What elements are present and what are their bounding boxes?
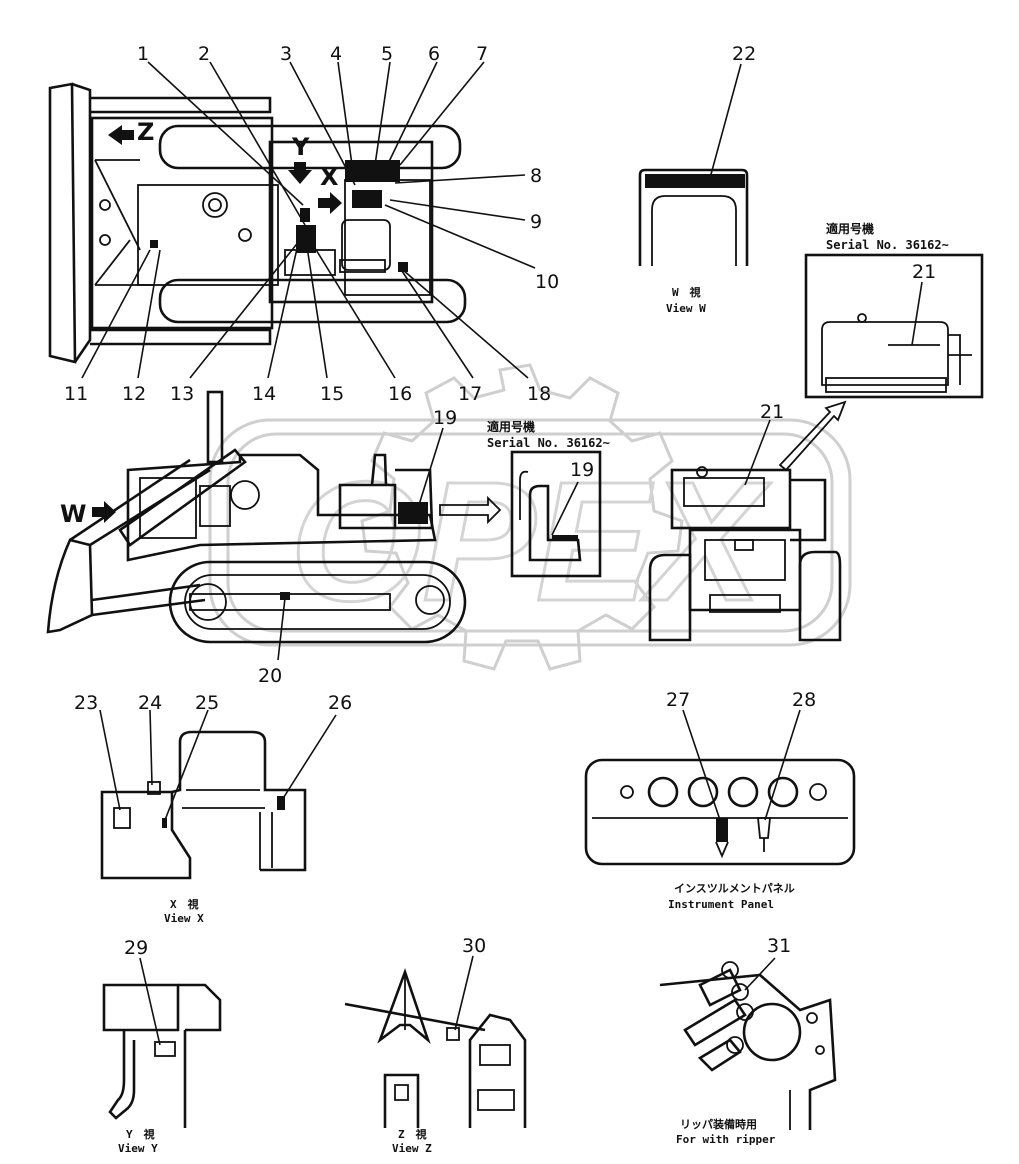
- ripper-view: 31 リッパ装備時用 For with ripper: [659, 935, 837, 1146]
- callout-11: 11: [64, 383, 88, 405]
- caption-view-y-en: View Y: [118, 1142, 158, 1155]
- callout-10: 10: [535, 271, 559, 293]
- callout-5: 5: [381, 43, 393, 65]
- side-view: W 20 19: [46, 390, 502, 687]
- callout-8: 8: [530, 165, 542, 187]
- caption-view-z-en: View Z: [392, 1142, 432, 1155]
- caption-view-x-en: View X: [164, 912, 204, 925]
- callout-1: 1: [137, 43, 149, 65]
- callout-19b: 19: [570, 459, 594, 481]
- marker-y: Y: [291, 133, 310, 161]
- caption-panel-en: Instrument Panel: [668, 898, 774, 911]
- instrument-panel: 27 28 インスツルメントパネル Instrument Panel: [584, 689, 856, 911]
- callout-9: 9: [530, 211, 542, 233]
- callout-14: 14: [252, 383, 276, 405]
- top-view: Z Y X 1 2 3 4 5 6: [48, 43, 559, 405]
- callout-29: 29: [124, 937, 148, 959]
- caption-view-w-jp: W 視: [672, 285, 701, 299]
- caption-panel-jp: インスツルメントパネル: [674, 882, 795, 895]
- caption-view-y-jp: Y 視: [126, 1127, 155, 1141]
- view-z: 30 Z 視 View Z: [344, 935, 527, 1155]
- rear-view: 21: [648, 400, 847, 642]
- marker-x: X: [320, 163, 339, 191]
- caption-view-z-jp: Z 視: [398, 1127, 427, 1141]
- callout-16: 16: [388, 383, 412, 405]
- callout-21b: 21: [912, 261, 936, 283]
- marker-w: W: [60, 500, 86, 528]
- callout-31: 31: [767, 935, 791, 957]
- callout-22: 22: [732, 43, 756, 65]
- view-w: 22 W 視 View W: [638, 43, 756, 315]
- seat-inset-19: 適用号機 Serial No. 36162~ 19: [487, 419, 610, 578]
- serial-en-1: Serial No. 36162~: [826, 238, 949, 252]
- marker-z: Z: [137, 118, 154, 146]
- callout-28: 28: [792, 689, 816, 711]
- callout-18: 18: [527, 383, 551, 405]
- callout-26: 26: [328, 692, 352, 714]
- serial-en-2: Serial No. 36162~: [487, 436, 610, 450]
- caption-view-w-en: View W: [666, 302, 706, 315]
- watermark-frame-inner: [226, 432, 834, 633]
- view-x: 23 24 25 26 X 視 View X: [74, 692, 352, 925]
- callout-3: 3: [280, 43, 292, 65]
- watermark-gear-icon: [360, 363, 684, 671]
- callout-4: 4: [330, 43, 342, 65]
- callout-24: 24: [138, 692, 162, 714]
- callout-13: 13: [170, 383, 194, 405]
- callout-19a: 19: [433, 407, 457, 429]
- watermark-frame: [208, 418, 852, 647]
- callout-23: 23: [74, 692, 98, 714]
- callout-7: 7: [476, 43, 488, 65]
- callout-25: 25: [195, 692, 219, 714]
- serial-jp-2: 適用号機: [487, 419, 535, 434]
- caption-view-x-jp: X 視: [170, 897, 199, 911]
- callout-15: 15: [320, 383, 344, 405]
- callout-2: 2: [198, 43, 210, 65]
- serial-jp-1: 適用号機: [826, 221, 874, 236]
- callout-27: 27: [666, 689, 690, 711]
- caption-ripper-en: For with ripper: [676, 1133, 776, 1146]
- callout-17: 17: [458, 383, 482, 405]
- callout-6: 6: [428, 43, 440, 65]
- callout-20: 20: [258, 665, 282, 687]
- callout-30: 30: [462, 935, 486, 957]
- callout-12: 12: [122, 383, 146, 405]
- view-y: 29 Y 視 View Y: [102, 937, 222, 1155]
- serial-inset-21: 適用号機 Serial No. 36162~ 21: [804, 221, 984, 399]
- callout-21a: 21: [760, 401, 784, 423]
- caption-ripper-jp: リッパ装備時用: [680, 1117, 757, 1131]
